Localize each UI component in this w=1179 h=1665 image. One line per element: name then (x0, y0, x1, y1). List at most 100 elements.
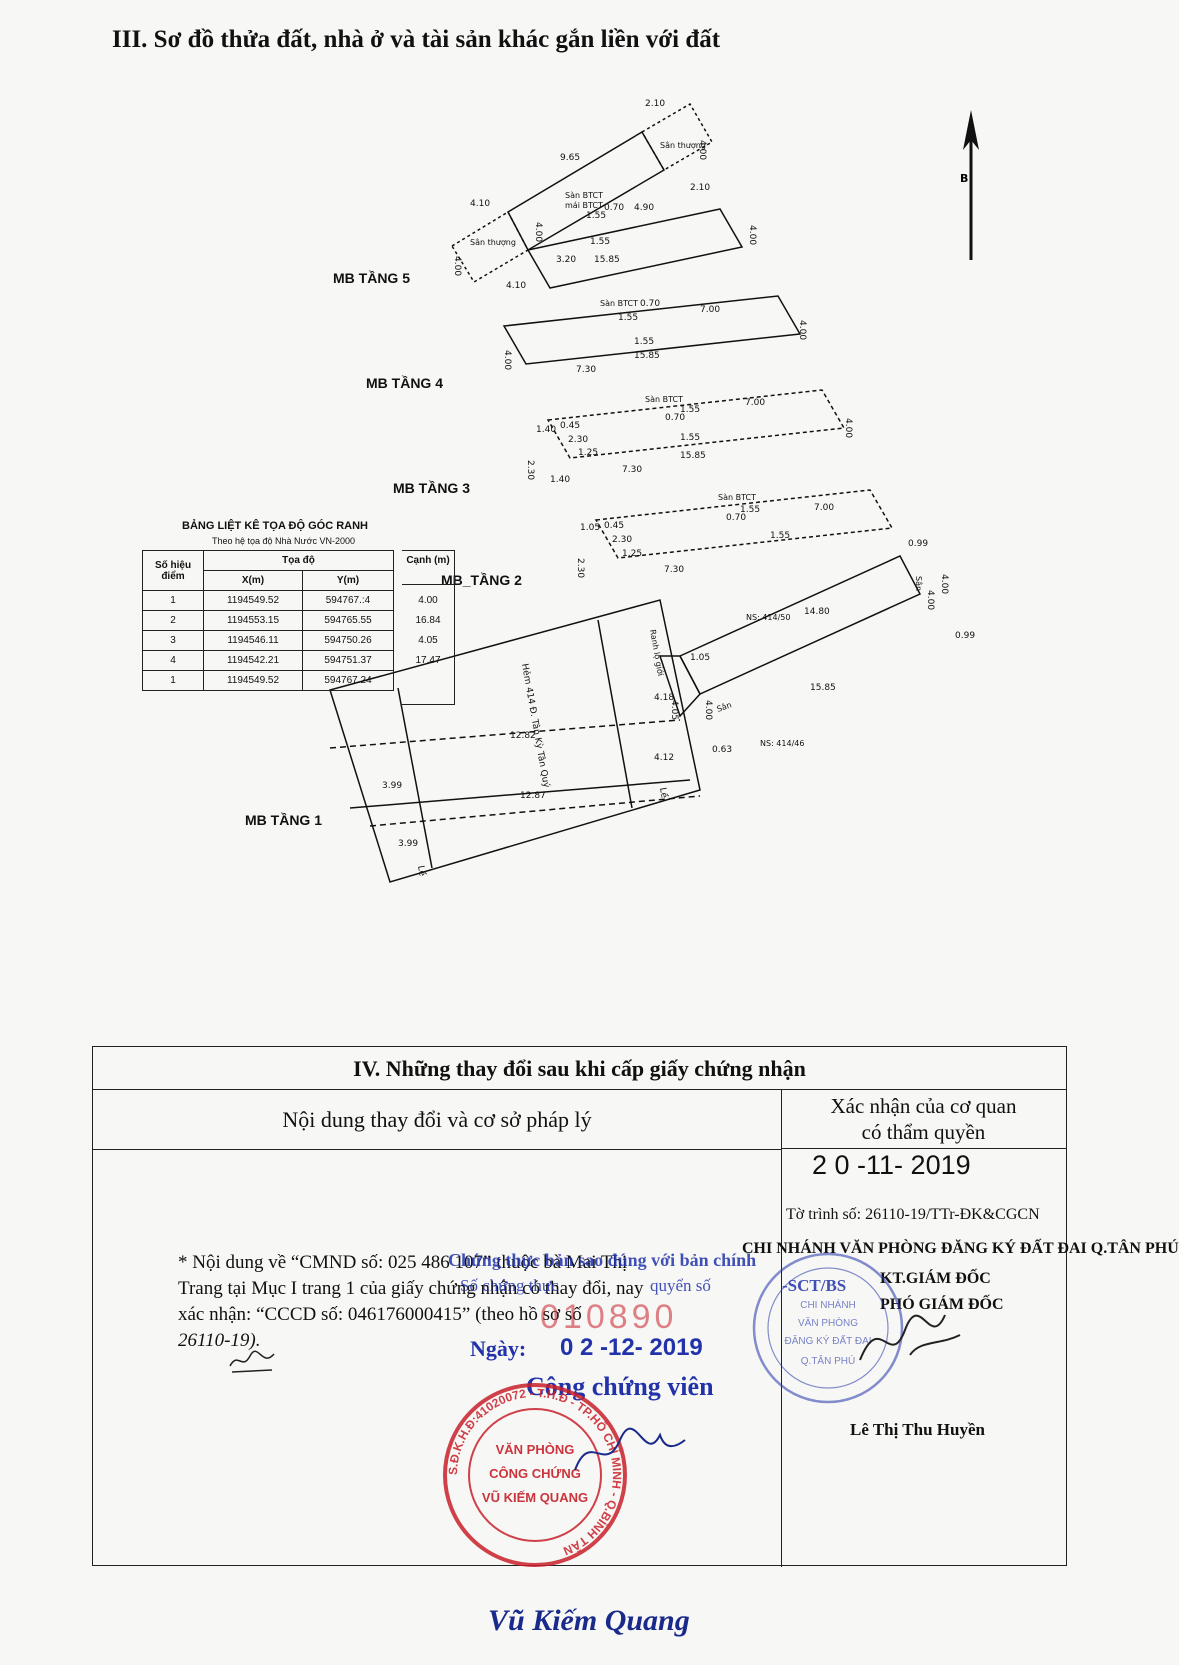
dim: 0.99 (955, 631, 975, 641)
dim: 4.10 (470, 199, 490, 209)
notary-stamp: S.Đ.K.H.Đ:41020072 - T.H.Đ - TP.HỒ CHÍ M… (443, 1383, 627, 1567)
svg-text:Q.TÂN PHÚ: Q.TÂN PHÚ (801, 1354, 855, 1367)
dim: 4.00 (697, 140, 707, 160)
dim: 2.30 (525, 460, 535, 480)
notary-date: 0 2 -12- 2019 (560, 1334, 703, 1361)
dim: 7.00 (814, 503, 834, 513)
section-4-box: IV. Những thay đổi sau khi cấp giấy chứn… (92, 1046, 1067, 1567)
dim: 12.82 (510, 731, 536, 741)
coord-header-coord: Tọa độ (203, 550, 394, 571)
dim: 4.00 (703, 700, 713, 720)
coord-table-title: BẢNG LIỆT KÊ TỌA ĐỘ GÓC RANH (182, 520, 368, 532)
dim: 4.12 (654, 753, 674, 763)
dim: 0.70 (604, 203, 624, 213)
floor5-label-mai-btct: mái BTCT (565, 201, 603, 210)
dim: 1.55 (634, 337, 654, 347)
edge-value: 17.47 (415, 655, 441, 666)
dim: 1.55 (770, 531, 790, 541)
edge-value: 4.05 (418, 635, 438, 646)
dim: 1.05 (580, 523, 600, 533)
change-line-1: * Nội dung về “CMND số: 025 486 107” thu… (178, 1252, 628, 1273)
dim: 0.99 (908, 539, 928, 549)
dim: 1.55 (590, 237, 610, 247)
floor1-label-ns-46: NS: 414/46 (760, 739, 804, 748)
floor1-alley (329, 599, 701, 883)
floor5-label-san-thuong-left: Sân thượng (470, 238, 516, 247)
dim: 4.90 (634, 203, 654, 213)
dim: 0.70 (665, 413, 685, 423)
dim: 2.30 (612, 535, 632, 545)
svg-text:VŨ KIẾM QUANG: VŨ KIẾM QUANG (482, 1490, 588, 1505)
dim: 15.85 (634, 351, 660, 361)
floor2-outline (594, 489, 894, 559)
dim: 1.25 (622, 549, 642, 559)
coord-header-y: Y(m) (302, 570, 394, 591)
dim: 1.40 (536, 425, 556, 435)
dim: 1.40 (550, 475, 570, 485)
notary-signature-icon (574, 1427, 686, 1471)
official-branch: CHI NHÁNH VĂN PHÒNG ĐĂNG KÝ ĐẤT ĐAI Q.TÂ… (742, 1240, 1179, 1257)
dim: 4.00 (939, 574, 949, 594)
initial-signature-icon (229, 1350, 275, 1373)
notary-quyen-so: quyển số (650, 1276, 711, 1295)
notary-so-chung-thuc: Số chứng thực (460, 1276, 559, 1295)
dim: 4.00 (502, 350, 512, 370)
floor4-outline (502, 295, 802, 365)
edge-value: 4.00 (418, 595, 438, 606)
floor1-label-ns-50: NS: 414/50 (746, 613, 790, 622)
dim: 0.45 (560, 421, 580, 431)
coord-table-subtitle: Theo hệ tọa độ Nhà Nước VN-2000 (212, 536, 356, 546)
floor1-label-le-right: Lề (657, 787, 670, 800)
dim: 4.05 (669, 700, 679, 720)
floor-plan-drawing: 2.10 4.00 9.65 4.10 4.00 Sàn BTCT mái BT… (329, 99, 975, 883)
north-label: B (960, 172, 968, 185)
floor1-front (658, 655, 701, 718)
dim: 4.00 (925, 590, 935, 610)
coord-edge-column: Cạnh (m) 4.00 16.84 4.05 17.47 (402, 550, 455, 705)
dim: 4.00 (452, 256, 462, 276)
dim: 1.25 (578, 448, 598, 458)
north-arrow-icon: B (960, 110, 979, 260)
dim: 0.63 (712, 745, 732, 755)
col-confirm-header: Xác nhận của cơ quan có thẩm quyền (781, 1089, 1066, 1149)
floor-label-5: MB TẦNG 5 (333, 270, 410, 286)
dim: 0.70 (726, 513, 746, 523)
dim: 7.30 (576, 365, 596, 375)
floor-label-4: MB TẦNG 4 (366, 375, 443, 391)
official-to-trinh: Tờ trình số: 26110-19/TTr-ĐK&CGCN (786, 1206, 1040, 1223)
floor1-house (678, 555, 922, 695)
section-4-title: IV. Những thay đổi sau khi cấp giấy chứn… (93, 1047, 1066, 1090)
edge-value: 16.84 (415, 615, 441, 626)
official-pgd: PHÓ GIÁM ĐỐC (880, 1296, 1004, 1313)
floor5-terrace-right (640, 102, 714, 172)
change-line-3: xác nhận: “CCCD số: 046176000415” (theo … (178, 1304, 582, 1325)
coord-header-x: X(m) (203, 570, 303, 591)
dim: 2.30 (568, 435, 588, 445)
floor5-label-san-thuong-right: Sân thượng (660, 141, 706, 150)
floor3-label-san-btct: Sàn BTCT (645, 395, 683, 404)
dim: 2.10 (690, 183, 710, 193)
notary-sct: -SCT/BS (782, 1276, 847, 1295)
floor5-lower (526, 208, 744, 289)
dim: 4.18 (654, 693, 674, 703)
floor1-label-hem: Hẻm 414 Đ. Tân Kỳ Tân Quý (519, 663, 552, 790)
notary-certify: Chứng thực bản sao đúng với bản chính (448, 1250, 757, 1270)
change-line-2: Trang tại Mục I trang 1 của giấy chứng n… (178, 1278, 644, 1299)
floor2-label-san-btct: Sàn BTCT (718, 493, 756, 502)
dim: 4.00 (843, 418, 853, 438)
change-line-4: 26110-19). (178, 1330, 261, 1351)
office-stamp: CHI NHÁNH VĂN PHÒNG ĐĂNG KÝ ĐẤT ĐAI Q.TÂ… (752, 1252, 904, 1404)
floor1-label-san-right: Sân (914, 576, 923, 591)
official-name: Lê Thị Thu Huyền (850, 1420, 985, 1439)
svg-text:VĂN PHÒNG: VĂN PHÒNG (798, 1316, 858, 1329)
dim: 3.99 (382, 781, 402, 791)
dim: 4.00 (797, 320, 807, 340)
notary-number: 010890 (540, 1298, 678, 1336)
dim: 4.00 (747, 225, 757, 245)
floor-label-2: MB_TẦNG 2 (441, 572, 522, 588)
dim: 7.00 (745, 398, 765, 408)
